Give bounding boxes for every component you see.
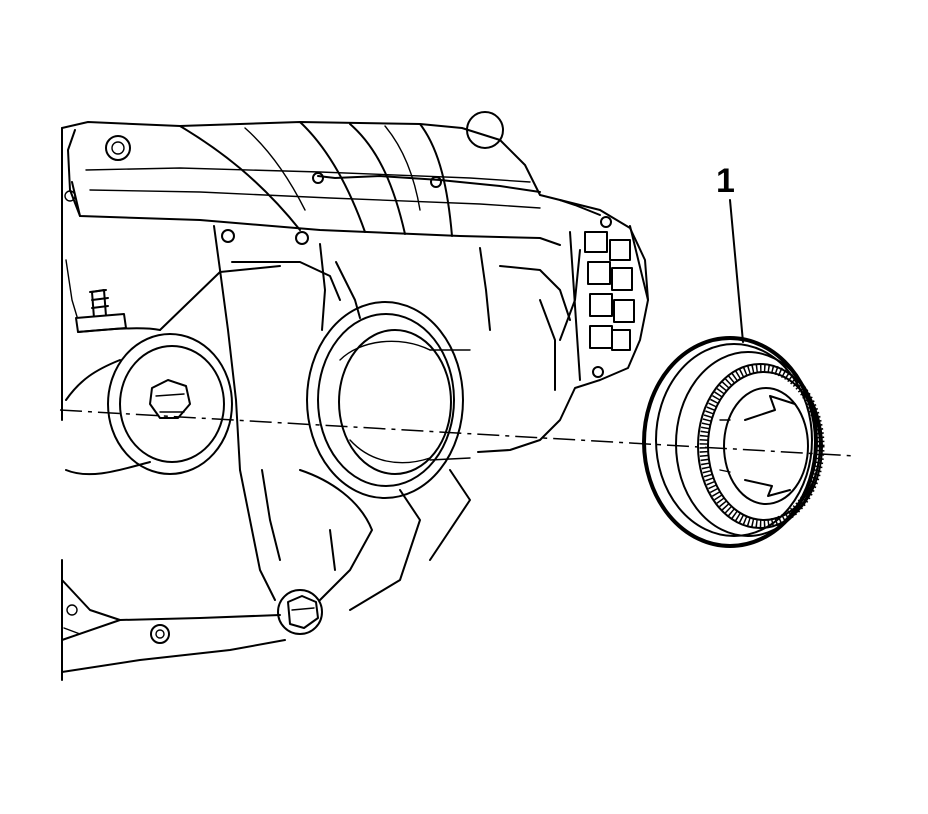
callout-1: 1 bbox=[716, 162, 744, 343]
transfer-case-housing bbox=[61, 111, 649, 681]
seal-component bbox=[642, 336, 825, 548]
callout-leader-line bbox=[729, 199, 744, 343]
rear-cover-ribs bbox=[559, 199, 649, 381]
callout-label: 1 bbox=[716, 162, 735, 200]
centerline bbox=[59, 409, 856, 457]
